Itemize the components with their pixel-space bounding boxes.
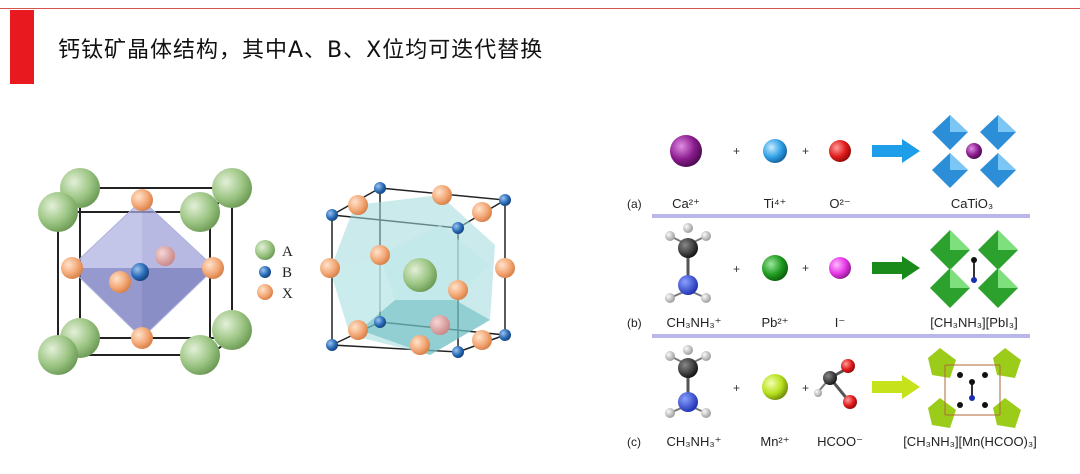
row-tag-c: (c) <box>627 435 641 449</box>
label-mn: Mn²⁺ <box>760 434 789 449</box>
label-i: I⁻ <box>835 315 845 330</box>
methylammonium-molecule-icon <box>665 223 711 303</box>
plus-sign: + <box>802 144 809 158</box>
label-ti: Ti⁴⁺ <box>764 196 787 211</box>
mamnformate-structure-icon <box>928 348 1021 428</box>
methylammonium-molecule-icon <box>665 345 711 418</box>
reaction-scheme: + + (a) Ca²⁺ Ti⁴⁺ O²⁻ C <box>627 115 1037 449</box>
label-o: O²⁻ <box>829 196 850 211</box>
label-pb: Pb²⁺ <box>761 315 788 330</box>
perovskite-cell-octahedral <box>38 168 252 375</box>
row-divider <box>652 214 1030 218</box>
reaction-row-c: + + <box>627 345 1037 449</box>
catio3-structure-icon <box>932 115 1016 188</box>
plus-sign: + <box>733 381 740 395</box>
plus-sign: + <box>733 144 740 158</box>
label-ca: Ca²⁺ <box>672 196 700 211</box>
perovskite-cell-cuboctahedral <box>320 182 515 358</box>
label-mapbi3: [CH₃NH₃][PbI₃] <box>930 315 1017 330</box>
legend-label-a: A <box>282 244 293 260</box>
legend-a-icon <box>255 240 275 260</box>
legend-b-icon <box>259 266 271 278</box>
label-ch3nh3: CH₃NH₃⁺ <box>666 434 721 449</box>
row-divider <box>652 334 1030 338</box>
plus-sign: + <box>802 381 809 395</box>
arrow-icon <box>872 139 920 163</box>
plus-sign: + <box>802 261 809 275</box>
label-hcoo: HCOO⁻ <box>817 434 863 449</box>
top-rule <box>0 8 1080 9</box>
atom-legend: A B X <box>255 240 293 302</box>
arrow-icon <box>872 375 920 399</box>
plus-sign: + <box>733 262 740 276</box>
reaction-row-a: + + (a) Ca²⁺ Ti⁴⁺ O²⁻ C <box>627 115 1030 218</box>
formate-molecule-icon <box>814 359 857 409</box>
reaction-row-b: + + (b) CH₃NH₃⁺ P <box>627 223 1030 338</box>
arrow-icon <box>872 256 920 280</box>
legend-label-b: B <box>282 265 292 281</box>
legend-x-icon <box>257 284 273 300</box>
label-mamnformate: [CH₃NH₃][Mn(HCOO)₃] <box>903 434 1037 449</box>
title-accent-bar <box>10 10 34 84</box>
row-tag-b: (b) <box>627 316 642 330</box>
label-catio3: CaTiO₃ <box>951 196 993 211</box>
mapbi3-structure-icon <box>930 230 1018 308</box>
row-tag-a: (a) <box>627 197 642 211</box>
legend-label-x: X <box>282 286 293 302</box>
slide-title: 钙钛矿晶体结构，其中A、B、X位均可迭代替换 <box>58 38 544 63</box>
label-ch3nh3: CH₃NH₃⁺ <box>666 315 721 330</box>
